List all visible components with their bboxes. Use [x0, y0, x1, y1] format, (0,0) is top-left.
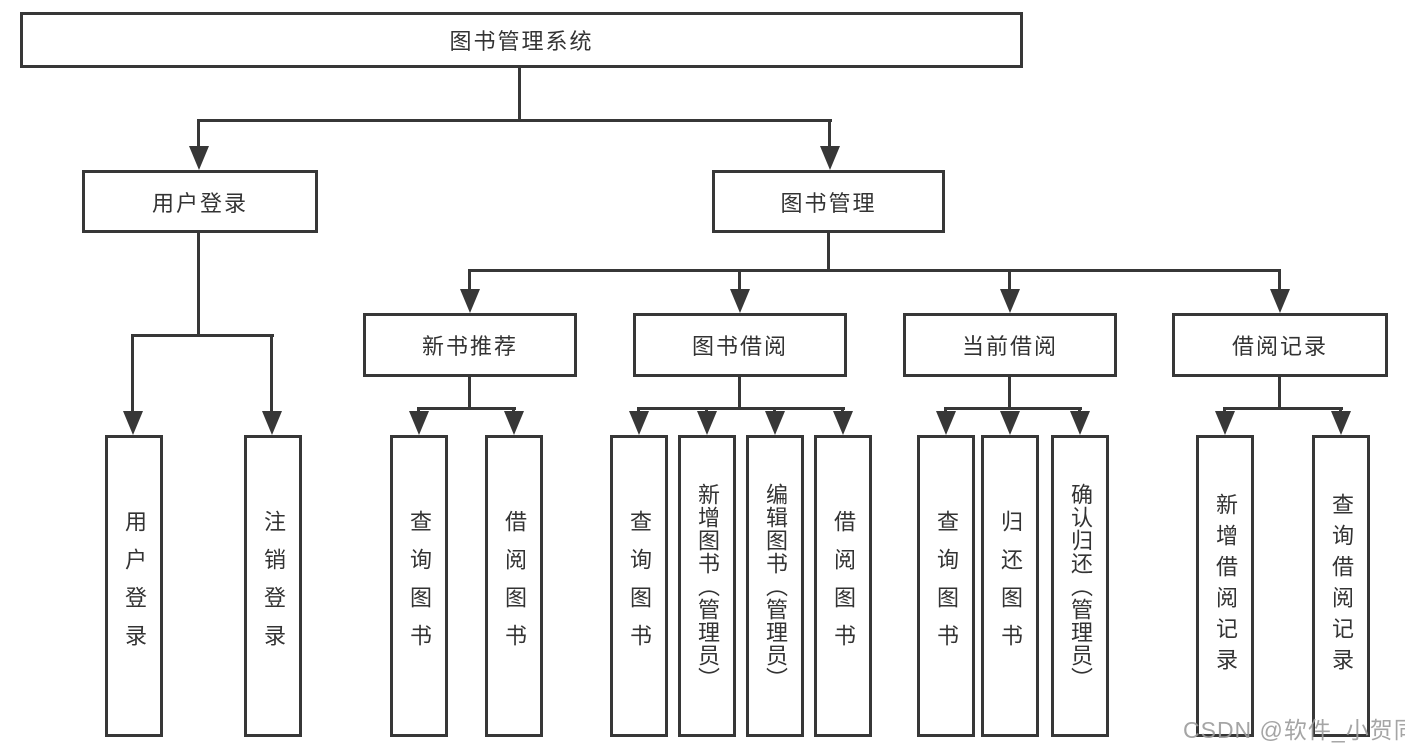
connector-line [828, 119, 831, 150]
node-book-management: 图书管理 [712, 170, 945, 233]
arrow-down-icon [1215, 411, 1235, 435]
arrow-down-icon [1000, 411, 1020, 435]
connector-line [468, 377, 471, 408]
connector-line [1223, 407, 1343, 410]
connector-line [827, 233, 830, 271]
node-book-borrow: 图书借阅 [633, 313, 847, 377]
arrow-down-icon [697, 411, 717, 435]
leaf-current-confirm-return-admin: 确认归还（管理员） [1051, 435, 1109, 737]
connector-line [738, 269, 741, 293]
connector-line [197, 233, 200, 335]
node-borrow-records: 借阅记录 [1172, 313, 1388, 377]
arrow-down-icon [504, 411, 524, 435]
leaf-user-login: 用户登录 [105, 435, 163, 737]
arrow-down-icon [730, 289, 750, 313]
connector-line [1008, 377, 1011, 408]
leaf-borrow-add-books-admin: 新增图书（管理员） [678, 435, 736, 737]
leaf-records-add-record: 新增借阅记录 [1196, 435, 1254, 737]
connector-line [197, 119, 200, 150]
arrow-down-icon [1070, 411, 1090, 435]
leaf-borrow-query-books: 查询图书 [610, 435, 668, 737]
leaf-current-query-books: 查询图书 [917, 435, 975, 737]
leaf-borrow-borrow-books: 借阅图书 [814, 435, 872, 737]
arrow-down-icon [629, 411, 649, 435]
connector-line [468, 269, 471, 293]
leaf-newbooks-query-books: 查询图书 [390, 435, 448, 737]
connector-line [944, 407, 1082, 410]
leaf-records-query-record: 查询借阅记录 [1312, 435, 1370, 737]
arrow-down-icon [460, 289, 480, 313]
arrow-down-icon [189, 146, 209, 170]
leaf-newbooks-borrow-books: 借阅图书 [485, 435, 543, 737]
csdn-watermark: CSDN @软件_小贺同学 [1183, 717, 1405, 743]
arrow-down-icon [262, 411, 282, 435]
connector-line [417, 407, 516, 410]
connector-line [637, 407, 845, 410]
arrow-down-icon [936, 411, 956, 435]
arrow-down-icon [1000, 289, 1020, 313]
leaf-borrow-edit-books-admin: 编辑图书（管理员） [746, 435, 804, 737]
node-user-login: 用户登录 [82, 170, 318, 233]
node-current-borrow: 当前借阅 [903, 313, 1117, 377]
node-new-book-recommend: 新书推荐 [363, 313, 577, 377]
arrow-down-icon [765, 411, 785, 435]
connector-line [131, 334, 274, 337]
arrow-down-icon [1270, 289, 1290, 313]
leaf-current-return-books: 归还图书 [981, 435, 1039, 737]
arrow-down-icon [1331, 411, 1351, 435]
leaf-logout: 注销登录 [244, 435, 302, 737]
arrow-down-icon [409, 411, 429, 435]
arrow-down-icon [820, 146, 840, 170]
node-root: 图书管理系统 [20, 12, 1023, 68]
connector-line [1008, 269, 1011, 293]
connector-line [738, 377, 741, 408]
connector-line [468, 269, 1281, 272]
connector-line [270, 334, 273, 415]
connector-line [131, 334, 134, 415]
arrow-down-icon [123, 411, 143, 435]
arrow-down-icon [833, 411, 853, 435]
connector-line [1278, 377, 1281, 408]
connector-line [1278, 269, 1281, 293]
connector-line [197, 119, 832, 122]
connector-line [518, 67, 521, 120]
